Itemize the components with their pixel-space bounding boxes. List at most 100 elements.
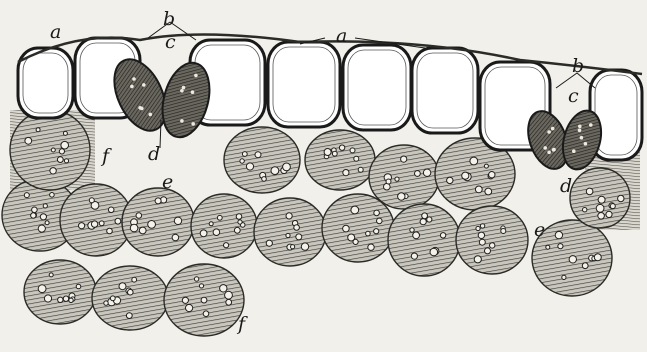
chlorophyll-grain xyxy=(420,219,426,225)
spongy-cell xyxy=(305,130,375,190)
spongy-cell xyxy=(369,145,439,209)
spongy-cell xyxy=(322,194,394,262)
chlorophyll-grain xyxy=(246,163,253,170)
chlorophyll-grain xyxy=(596,204,604,212)
chlorophyll-grain xyxy=(201,297,207,303)
chlorophyll-grain xyxy=(422,213,428,219)
chlorophyll-grain xyxy=(31,213,36,218)
chlorophyll-grain xyxy=(24,193,29,198)
chlorophyll-grain xyxy=(578,125,582,129)
chlorophyll-grain xyxy=(583,208,587,212)
chlorophyll-grain xyxy=(410,228,414,232)
chlorophyll-grain xyxy=(584,142,588,146)
chlorophyll-grain xyxy=(76,284,81,289)
spongy-cell xyxy=(191,194,257,258)
chlorophyll-grain xyxy=(36,128,40,132)
chlorophyll-grain xyxy=(415,171,421,177)
chlorophyll-grain xyxy=(130,224,138,232)
chlorophyll-grain xyxy=(462,172,469,179)
chlorophyll-grain xyxy=(618,195,624,201)
label-d-left: d xyxy=(148,143,160,165)
chlorophyll-grain xyxy=(64,159,68,163)
chlorophyll-grain xyxy=(286,233,290,237)
chlorophyll-grain xyxy=(132,77,136,81)
chlorophyll-grain xyxy=(490,243,495,248)
chlorophyll-grain xyxy=(217,215,222,220)
chlorophyll-grain xyxy=(547,151,551,155)
label-e-right: e xyxy=(534,219,545,241)
chlorophyll-grain xyxy=(209,222,213,226)
label-f-top: f xyxy=(100,145,112,167)
spongy-cell xyxy=(456,206,528,274)
chlorophyll-grain xyxy=(132,277,137,282)
chlorophyll-grain xyxy=(25,137,32,144)
chlorophyll-grain xyxy=(294,225,300,231)
chlorophyll-grain xyxy=(427,217,432,222)
chlorophyll-grain xyxy=(38,225,45,232)
chlorophyll-grain xyxy=(552,148,556,152)
chlorophyll-grain xyxy=(339,145,344,150)
chlorophyll-grain xyxy=(130,85,134,89)
label-e-left: e xyxy=(162,171,173,193)
chlorophyll-grain xyxy=(49,273,53,277)
chlorophyll-grain xyxy=(180,119,184,123)
label-b-left: b xyxy=(163,8,175,30)
chlorophyll-grain xyxy=(63,296,68,301)
chlorophyll-grain xyxy=(291,245,295,249)
label-f-bottom: f xyxy=(236,313,248,335)
chlorophyll-grain xyxy=(194,277,198,281)
chlorophyll-grain xyxy=(474,256,481,263)
chlorophyll-grain xyxy=(140,107,144,111)
chlorophyll-grain xyxy=(59,149,64,154)
chlorophyll-grain xyxy=(61,141,69,149)
spongy-cell xyxy=(570,168,630,228)
chlorophyll-grain xyxy=(324,149,331,156)
chlorophyll-grain xyxy=(478,232,484,238)
chlorophyll-grain xyxy=(395,177,399,181)
chlorophyll-grain xyxy=(594,254,601,261)
chlorophyll-grain xyxy=(489,172,495,178)
chlorophyll-grain xyxy=(286,213,292,219)
spongy-cell xyxy=(60,184,132,256)
chlorophyll-grain xyxy=(50,168,56,174)
label-a-left: a xyxy=(50,21,61,43)
chlorophyll-grain xyxy=(226,299,232,305)
chlorophyll-grain xyxy=(374,210,380,216)
chlorophyll-grain xyxy=(45,221,49,225)
chlorophyll-grain xyxy=(191,90,195,94)
chlorophyll-grain xyxy=(353,239,358,244)
chlorophyll-grain xyxy=(440,233,445,238)
chlorophyll-grain xyxy=(57,157,63,163)
chlorophyll-grain xyxy=(475,186,482,193)
chlorophyll-grain xyxy=(610,204,615,209)
chlorophyll-grain xyxy=(79,223,85,229)
chlorophyll-grain xyxy=(186,304,193,311)
chlorophyll-grain xyxy=(182,86,186,90)
chlorophyll-grain xyxy=(69,298,73,302)
chlorophyll-grain xyxy=(271,167,279,175)
spongy-cell xyxy=(254,198,326,266)
spongy-cell xyxy=(10,110,90,190)
chlorophyll-grain xyxy=(180,89,184,93)
chlorophyll-grain xyxy=(582,263,588,269)
chlorophyll-grain xyxy=(213,229,220,236)
chlorophyll-grain xyxy=(598,213,605,220)
chlorophyll-grain xyxy=(142,83,146,87)
chlorophyll-grain xyxy=(562,275,566,279)
chlorophyll-grain xyxy=(589,123,593,127)
chlorophyll-grain xyxy=(606,211,612,217)
chlorophyll-grain xyxy=(200,230,207,237)
chlorophyll-grain xyxy=(148,221,156,229)
chlorophyll-grain xyxy=(107,228,113,234)
label-c-right: c xyxy=(568,85,579,107)
label-d-right: d xyxy=(560,175,572,197)
chlorophyll-grain xyxy=(224,243,229,248)
spongy-cell xyxy=(122,188,194,256)
chlorophyll-grain xyxy=(580,136,584,140)
chlorophyll-grain xyxy=(58,297,63,302)
chlorophyll-grain xyxy=(343,170,349,176)
chlorophyll-grain xyxy=(343,225,350,232)
chlorophyll-grain xyxy=(296,234,302,240)
chlorophyll-grain xyxy=(172,234,179,241)
